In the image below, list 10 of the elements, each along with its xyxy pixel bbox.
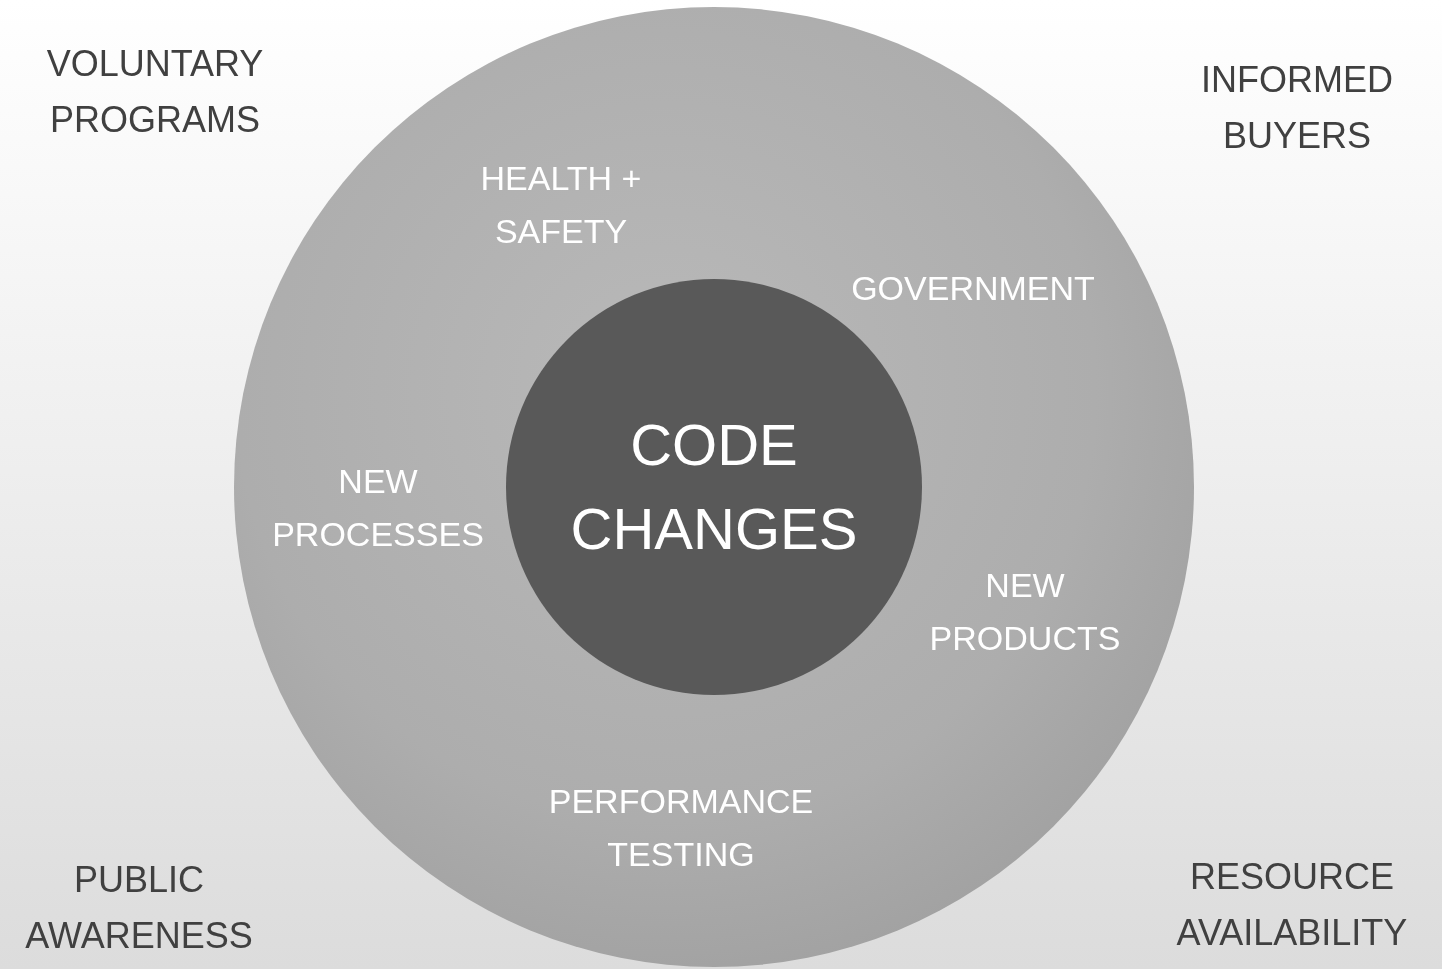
center-label: CODE CHANGES	[569, 410, 859, 563]
corner-label: RESOURCE AVAILABILITY	[1175, 855, 1409, 955]
ring-label: HEALTH + SAFETY	[479, 158, 643, 252]
ring-label: GOVERNMENT	[850, 267, 1096, 309]
corner-label: INFORMED BUYERS	[1200, 58, 1394, 158]
ring-label: NEW PROCESSES	[271, 461, 485, 555]
corner-label: VOLUNTARY PROGRAMS	[45, 42, 265, 142]
corner-label: PUBLIC AWARENESS	[24, 858, 254, 958]
ring-label: NEW PRODUCTS	[928, 565, 1122, 659]
ring-label: PERFORMANCE TESTING	[547, 781, 815, 875]
